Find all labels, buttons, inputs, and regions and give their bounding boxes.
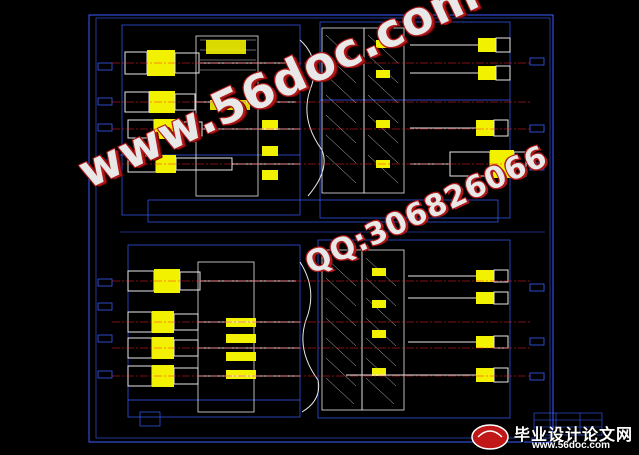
title-block (533, 412, 603, 436)
drawing-inner-border (95, 17, 551, 439)
upper-workpiece (195, 27, 405, 197)
lower-left-spindles (127, 269, 300, 387)
lower-right-spindles (346, 269, 509, 383)
logo-url-text: www.56doc.com (532, 440, 610, 451)
drawing-border (88, 14, 554, 443)
site-logo (471, 424, 509, 450)
logo-chinese-text: 毕业设计论文网 (514, 425, 634, 444)
left-markers (97, 62, 113, 379)
right-markers (529, 57, 545, 381)
logo-emblem-icon (471, 424, 509, 450)
center-lines (112, 62, 532, 377)
lower-workpiece (197, 249, 405, 413)
